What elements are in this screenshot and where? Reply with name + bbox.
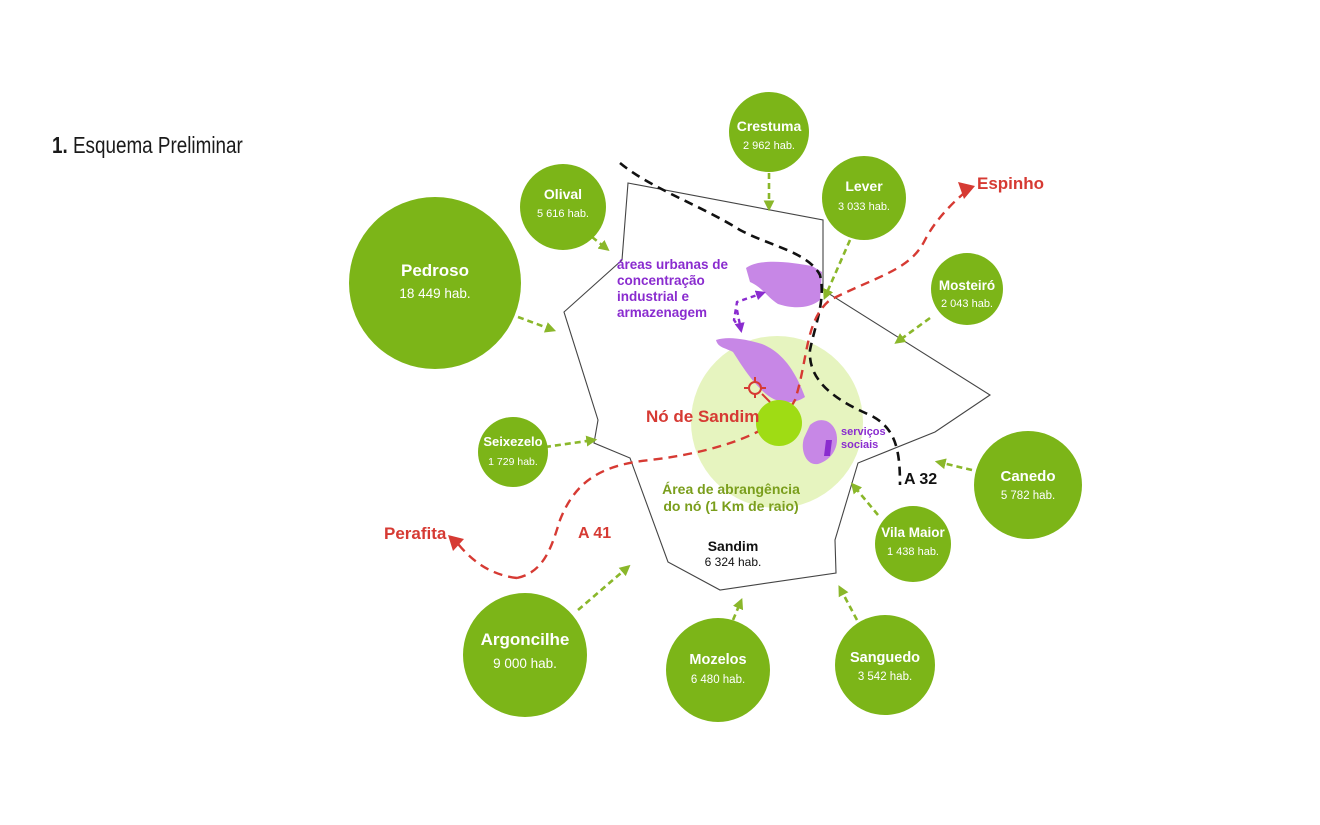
route-to-espinho	[454, 189, 969, 580]
center-name: Sandim	[708, 538, 759, 554]
arrow-canedo	[934, 458, 973, 472]
locality-pop: 3 033 hab.	[838, 201, 890, 213]
locality-name: Vila Maior	[881, 525, 945, 540]
perafita-label: Perafita	[384, 524, 447, 543]
a32-highway	[619, 162, 902, 486]
social-services-label: serviços sociais	[841, 426, 886, 451]
locality-name: Pedroso	[401, 261, 469, 280]
perafita-arrowhead	[448, 535, 464, 551]
locality-circle-crestuma: Crestuma 2 962 hab.	[729, 92, 809, 172]
locality-name: Crestuma	[737, 118, 802, 134]
industrial-link-arrow-2	[734, 309, 745, 333]
node-sandim	[756, 400, 802, 446]
locality-circle-olival: Olival 5 616 hab.	[520, 164, 606, 250]
industrial-area-north	[746, 261, 822, 308]
page-title: 1. Esquema Preliminar	[52, 132, 243, 159]
locality-circle-vila-maior: Vila Maior 1 438 hab.	[875, 506, 951, 582]
locality-circle-sanguedo: Sanguedo 3 542 hab.	[835, 615, 935, 715]
arrow-mosteiro	[894, 316, 931, 344]
locality-name: Canedo	[1000, 468, 1055, 485]
locality-pop: 3 542 hab.	[858, 671, 912, 683]
espinho-arrowhead	[958, 182, 975, 199]
arrow-lever	[823, 239, 852, 301]
social-services-label-line: serviços	[841, 426, 886, 438]
locality-pop: 2 962 hab.	[743, 140, 795, 152]
locality-pop: 2 043 hab.	[941, 298, 993, 310]
industrial-link-arrow	[732, 290, 766, 331]
arrow-pedroso	[517, 315, 557, 333]
a41-label: A 41	[578, 525, 611, 542]
coverage-label-line: do nó (1 Km de raio)	[663, 498, 798, 514]
espinho-label: Espinho	[977, 174, 1044, 193]
locality-pop: 1 729 hab.	[488, 456, 538, 468]
arrow-sanguedo	[838, 585, 859, 621]
locality-name: Argoncilhe	[481, 630, 570, 649]
arrow-vila-maior	[850, 482, 879, 516]
locality-pop: 6 480 hab.	[691, 674, 745, 686]
industrial-label-line: concentração	[617, 273, 705, 288]
social-services-mark	[824, 440, 832, 456]
locality-name: Olival	[544, 186, 582, 202]
locality-circle-mozelos: Mozelos 6 480 hab.	[666, 618, 770, 722]
center-pop: 6 324 hab.	[705, 555, 762, 569]
locality-name: Seixezelo	[483, 434, 542, 449]
locality-circle-pedroso: Pedroso 18 449 hab.	[349, 197, 521, 369]
locality-name: Mozelos	[689, 652, 746, 668]
locality-pop: 9 000 hab.	[493, 656, 557, 671]
locality-pop: 18 449 hab.	[399, 286, 470, 301]
locality-circle-argoncilhe: Argoncilhe 9 000 hab.	[463, 593, 587, 717]
social-services-label-line: sociais	[841, 439, 878, 451]
node-junction-icon	[744, 377, 771, 403]
arrow-seixezelo	[544, 435, 598, 449]
parish-boundary	[563, 182, 992, 591]
node-label: Nó de Sandim	[646, 407, 759, 426]
industrial-label: áreas urbanas de concentração industrial…	[617, 257, 729, 320]
title-number: 1.	[52, 132, 68, 158]
locality-pop: 5 782 hab.	[1001, 490, 1055, 502]
industrial-area-central	[716, 338, 805, 403]
locality-pop: 5 616 hab.	[537, 208, 589, 220]
locality-circle-canedo: Canedo 5 782 hab.	[974, 431, 1082, 539]
coverage-label-line: Área de abrangência	[662, 481, 800, 497]
arrow-argoncilhe	[577, 564, 631, 611]
locality-name: Mosteiró	[939, 278, 995, 293]
locality-circle-lever: Lever 3 033 hab.	[822, 156, 906, 240]
locality-name: Lever	[845, 178, 883, 194]
title-text: Esquema Preliminar	[72, 132, 243, 158]
industrial-label-line: armazenagem	[617, 305, 707, 320]
locality-pop: 1 438 hab.	[887, 546, 939, 558]
arrow-mozelos	[731, 597, 744, 621]
industrial-label-line: áreas urbanas de	[617, 257, 729, 272]
industrial-label-line: industrial e	[617, 289, 690, 304]
locality-circle-mosteiro: Mosteiró 2 043 hab.	[931, 253, 1003, 325]
a32-label: A 32	[904, 471, 937, 488]
arrow-olival	[591, 235, 610, 252]
locality-name: Sanguedo	[850, 650, 920, 666]
coverage-label: Área de abrangência do nó (1 Km de raio)	[662, 481, 800, 514]
locality-circle-seixezelo: Seixezelo 1 729 hab.	[478, 417, 548, 487]
